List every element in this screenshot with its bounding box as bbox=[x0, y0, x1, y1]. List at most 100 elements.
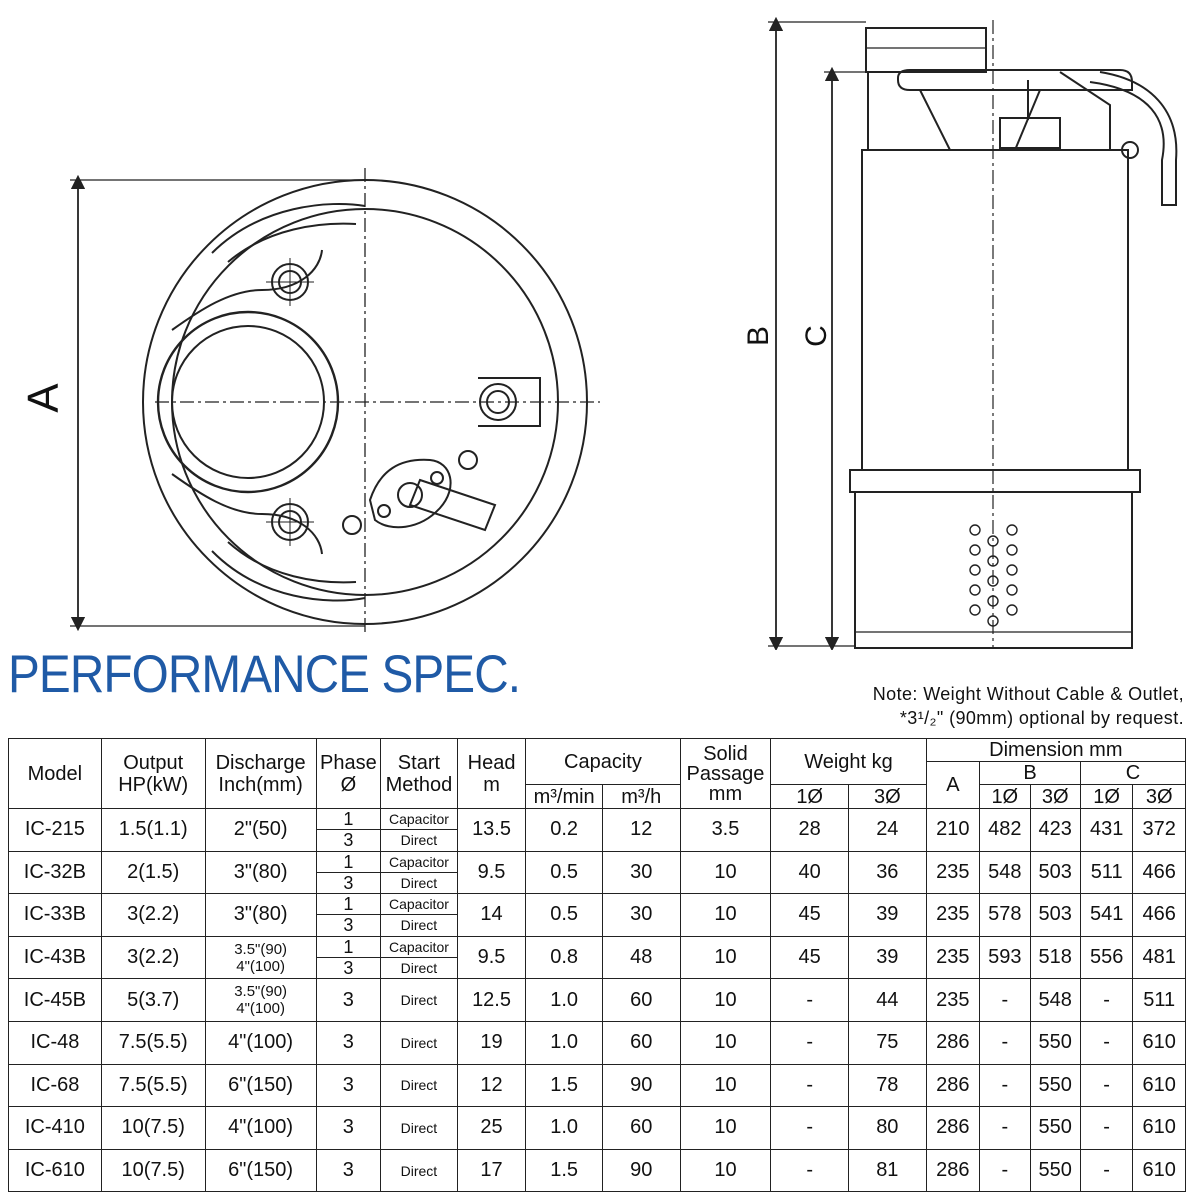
cell-c1: 511 bbox=[1079, 850, 1134, 895]
cell-head: 12 bbox=[456, 1063, 527, 1108]
header-capacity: Capacity bbox=[525, 738, 681, 785]
cell-c3: 511 bbox=[1132, 978, 1186, 1022]
side-view-drawing bbox=[849, 20, 1178, 649]
cell-c3: 610 bbox=[1132, 1020, 1186, 1065]
header-weight: Weight kg bbox=[770, 738, 927, 785]
cell-b1: 593 bbox=[979, 935, 1031, 980]
cell-w1: 45 bbox=[770, 935, 849, 980]
cell-cap-min: 0.5 bbox=[525, 850, 603, 895]
cell-cap-min: 1.5 bbox=[525, 1148, 603, 1193]
cell-c1: - bbox=[1079, 1106, 1134, 1150]
header-weight-1ph: 1Ø bbox=[770, 784, 849, 809]
cell-discharge: 3.5"(90)4"(100) bbox=[204, 978, 317, 1022]
cell-discharge: 4"(100) bbox=[204, 1020, 317, 1065]
cell-model: IC-410 bbox=[8, 1106, 102, 1150]
cell-w1: - bbox=[770, 978, 849, 1022]
cell-start-method: Direct bbox=[380, 978, 458, 1022]
cell-head: 14 bbox=[456, 893, 527, 937]
cell-b3: 550 bbox=[1029, 1020, 1081, 1065]
cell-w3: 78 bbox=[847, 1063, 927, 1108]
cell-phase-line: 3 bbox=[343, 872, 354, 893]
header-dim-c: C bbox=[1079, 761, 1187, 785]
cell-c1: 556 bbox=[1079, 935, 1134, 980]
cell-cap-h: 48 bbox=[601, 935, 681, 980]
cell-head: 19 bbox=[456, 1020, 527, 1065]
header-c-1ph: 1Ø bbox=[1079, 784, 1134, 809]
cell-solid: 10 bbox=[679, 1020, 772, 1065]
cell-cap-h: 30 bbox=[601, 850, 681, 895]
cell-w3: 75 bbox=[847, 1020, 927, 1065]
cell-phase: 3 bbox=[315, 978, 382, 1022]
cell-b3: 548 bbox=[1029, 978, 1081, 1022]
cell-output: 10(7.5) bbox=[100, 1148, 206, 1193]
cell-cap-h: 90 bbox=[601, 1148, 681, 1193]
cell-start-method-line: Direct bbox=[400, 832, 438, 849]
cell-discharge: 3.5"(90)4"(100) bbox=[204, 935, 317, 980]
cell-start-method: Direct bbox=[380, 1148, 458, 1193]
header-dim-a: A bbox=[925, 761, 981, 809]
cell-b1: - bbox=[979, 978, 1031, 1022]
cell-discharge: 2"(50) bbox=[204, 808, 317, 852]
cell-model: IC-48 bbox=[8, 1020, 102, 1065]
cell-output: 1.5(1.1) bbox=[100, 808, 206, 852]
note-line-2: *3¹/₂" (90mm) optional by request. bbox=[899, 708, 1184, 728]
cell-cap-h: 60 bbox=[601, 1020, 681, 1065]
cell-c1: 541 bbox=[1079, 893, 1134, 937]
cell-b1: - bbox=[979, 1106, 1031, 1150]
cell-w1: - bbox=[770, 1148, 849, 1193]
cell-output: 2(1.5) bbox=[100, 850, 206, 895]
cell-w3: 39 bbox=[847, 893, 927, 937]
cell-phase: 3 bbox=[315, 1020, 382, 1065]
cell-b1: - bbox=[979, 1063, 1031, 1108]
cell-c3: 466 bbox=[1132, 850, 1186, 895]
header-dim-b: B bbox=[979, 761, 1081, 785]
cell-b1: 578 bbox=[979, 893, 1031, 937]
cell-a: 235 bbox=[925, 935, 981, 980]
cell-a: 286 bbox=[925, 1063, 981, 1108]
cell-w1: - bbox=[770, 1020, 849, 1065]
cell-w3: 44 bbox=[847, 978, 927, 1022]
page-title: PERFORMANCE SPEC. bbox=[8, 645, 521, 704]
cell-output: 10(7.5) bbox=[100, 1106, 206, 1150]
cell-b1: - bbox=[979, 1020, 1031, 1065]
cell-cap-min: 1.0 bbox=[525, 1106, 603, 1150]
cell-b3: 518 bbox=[1029, 935, 1081, 980]
cell-b3: 503 bbox=[1029, 893, 1081, 937]
cell-b1: - bbox=[979, 1148, 1031, 1193]
cell-output: 7.5(5.5) bbox=[100, 1020, 206, 1065]
cell-head: 13.5 bbox=[456, 808, 527, 852]
cell-a: 286 bbox=[925, 1020, 981, 1065]
cell-phase-line: 3 bbox=[343, 830, 354, 851]
cell-model: IC-68 bbox=[8, 1063, 102, 1108]
cell-solid: 10 bbox=[679, 1148, 772, 1193]
cell-c1: - bbox=[1079, 1148, 1134, 1193]
cell-output: 7.5(5.5) bbox=[100, 1063, 206, 1108]
cell-c1: - bbox=[1079, 1063, 1134, 1108]
cell-b3: 550 bbox=[1029, 1148, 1081, 1193]
cell-cap-h: 30 bbox=[601, 893, 681, 937]
header-cap-h: m³/h bbox=[601, 784, 681, 809]
cell-a: 235 bbox=[925, 850, 981, 895]
top-view-drawing bbox=[142, 168, 600, 636]
cell-start-method-line: Capacitor bbox=[381, 809, 457, 831]
cell-b1: 482 bbox=[979, 808, 1031, 852]
cell-phase-line: 1 bbox=[317, 852, 380, 873]
cell-start-method-line: Capacitor bbox=[381, 937, 457, 959]
cell-cap-h: 60 bbox=[601, 1106, 681, 1150]
cell-cap-h: 60 bbox=[601, 978, 681, 1022]
cell-w3: 81 bbox=[847, 1148, 927, 1193]
cell-c3: 610 bbox=[1132, 1106, 1186, 1150]
cell-start-method-line: Capacitor bbox=[381, 895, 457, 916]
